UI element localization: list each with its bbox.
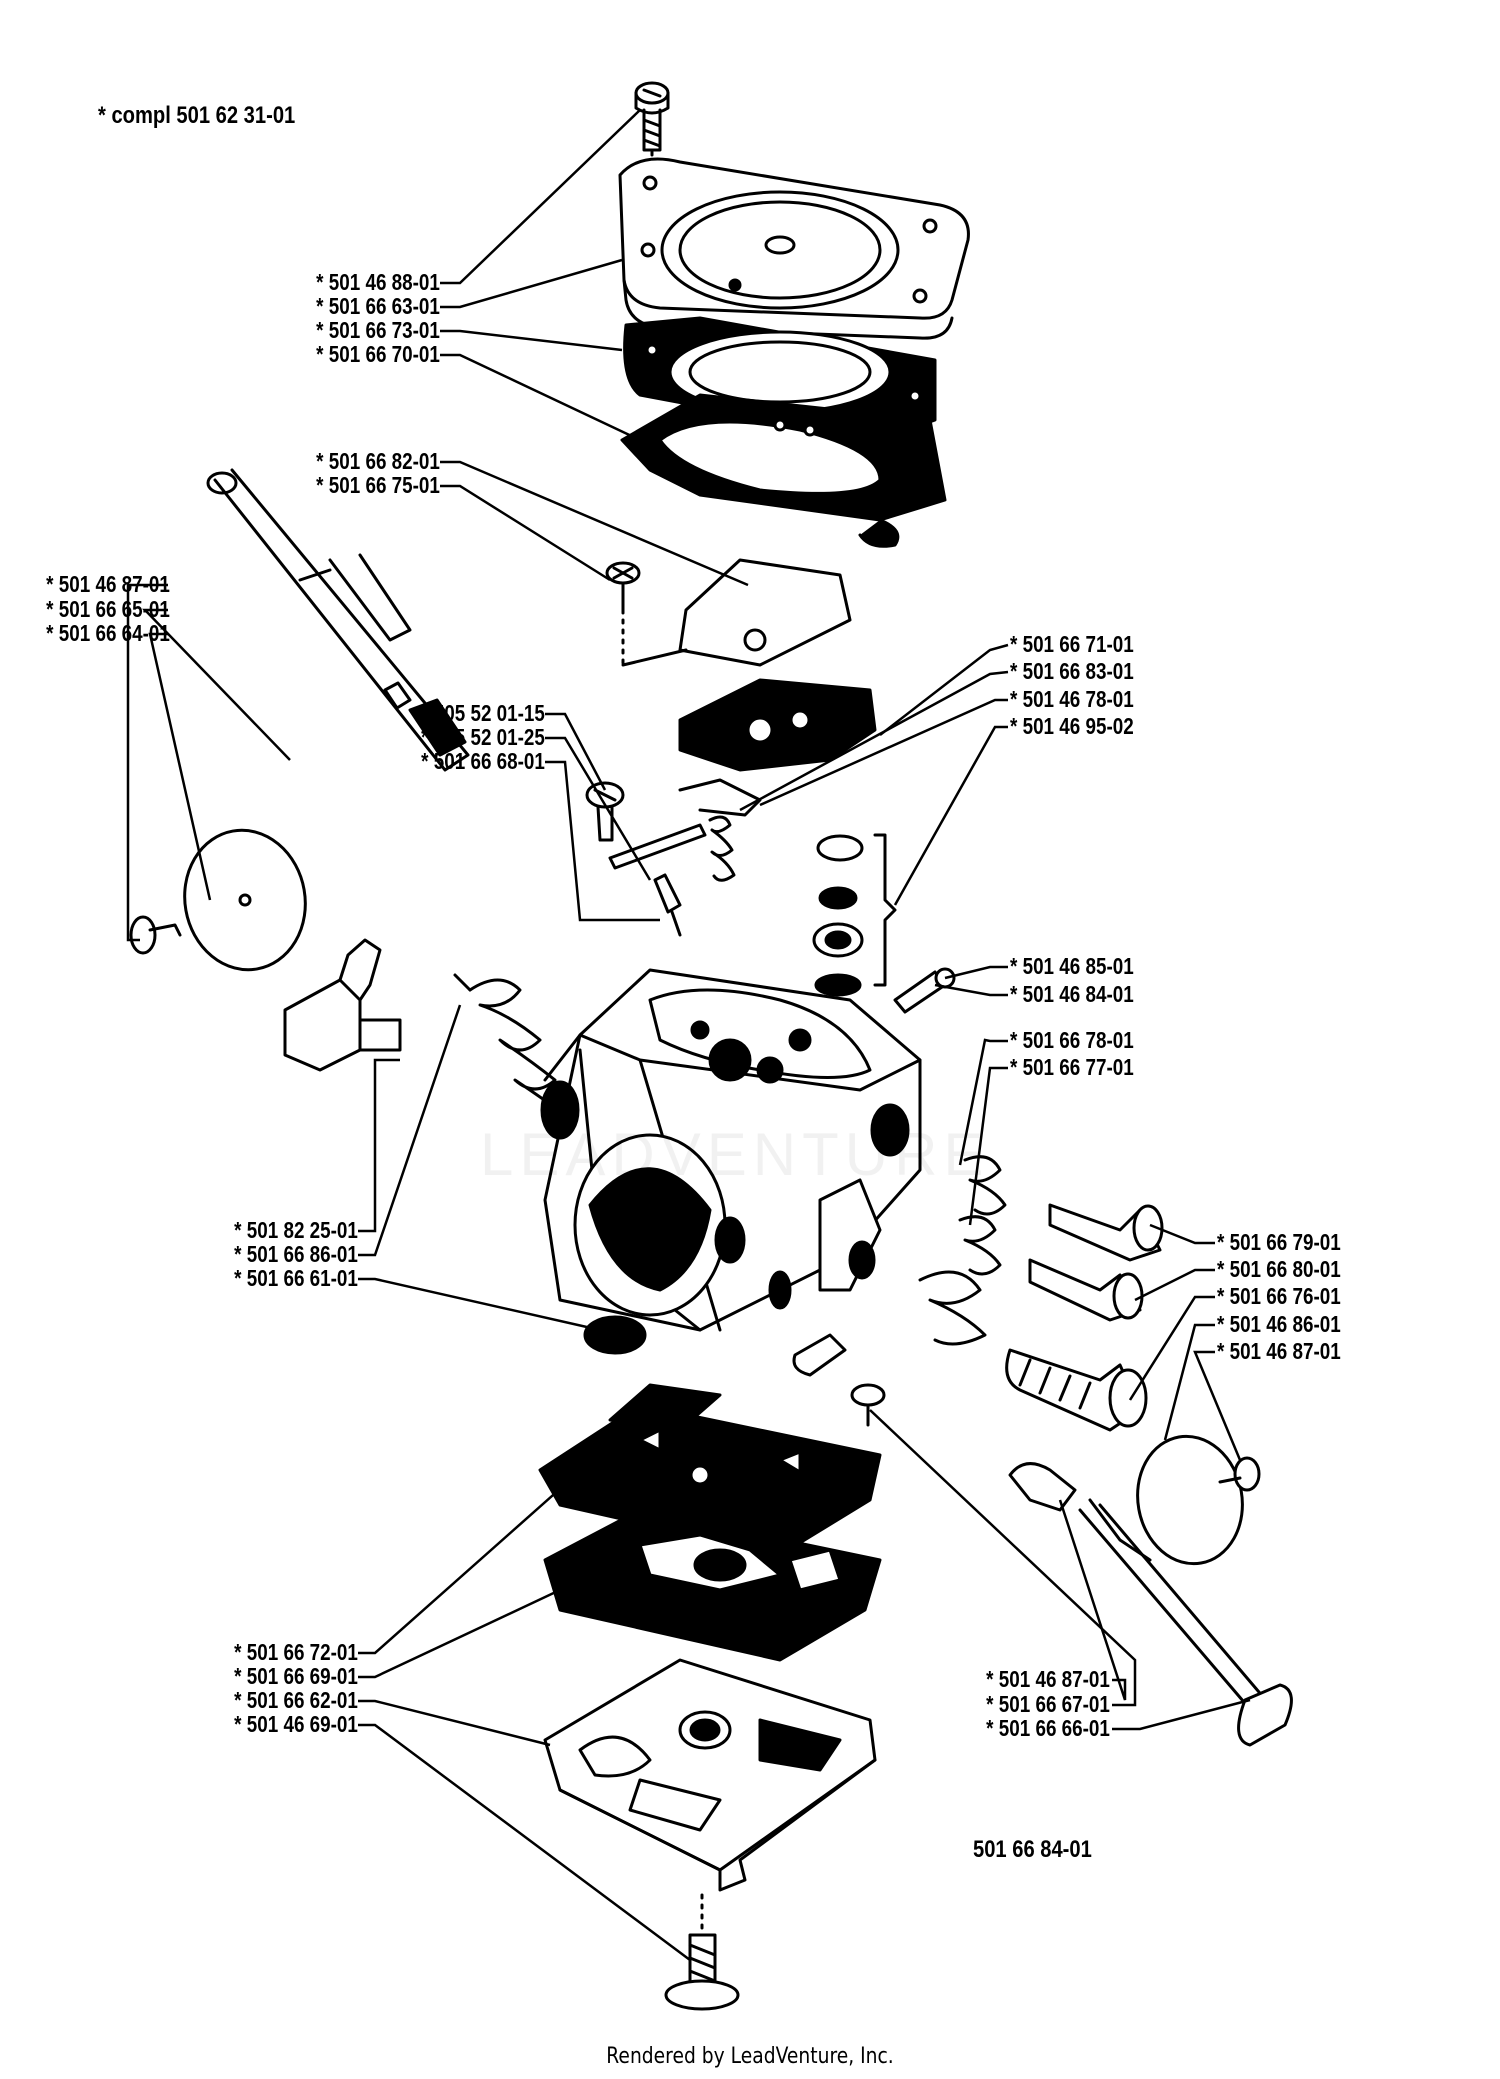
part-number-label: * 501 46 85-01: [1010, 953, 1134, 979]
part-number-label: * 501 66 86-01: [234, 1241, 358, 1267]
lever-plate: [605, 558, 852, 667]
part-number-label: * 501 66 65-01: [46, 596, 170, 622]
part-number-label: * 501 66 69-01: [234, 1663, 358, 1689]
part-number-label: * 501 66 62-01: [234, 1687, 358, 1713]
choke-spring: [453, 973, 567, 1117]
part-number-label: * 501 46 78-01: [1010, 686, 1134, 712]
part-number-label: * 501 46 87-01: [1217, 1338, 1341, 1364]
part-number-label: * 501 66 68-01: [421, 748, 545, 774]
part-number-label: * 501 46 87-01: [46, 571, 170, 597]
shaft-clip: [792, 1333, 886, 1427]
part-number-label: * 501 46 84-01: [1010, 981, 1134, 1007]
part-number-label: * 505 52 01-15: [421, 700, 545, 726]
part-number-label: * 501 46 95-02: [1010, 713, 1134, 739]
fuel-fitting: [283, 938, 402, 1072]
metering-gasket-bottom: [543, 1508, 882, 1662]
metering-cover: [543, 1658, 877, 1892]
pump-cover: [618, 157, 970, 340]
part-number-label: * 501 46 86-01: [1217, 1311, 1341, 1337]
watermark: LEADVENTURE: [480, 1121, 990, 1188]
leader-lines: [126, 109, 1251, 1962]
part-number-label: * 501 66 61-01: [234, 1265, 358, 1291]
adjusting-needles: [918, 1155, 1164, 1432]
part-number-label: * 505 52 01-25: [421, 724, 545, 750]
throttle-shaft-left: [129, 468, 470, 972]
carburetor-body: [540, 968, 922, 1332]
part-number-label: * 501 46 88-01: [316, 269, 440, 295]
part-number-label: * 501 66 73-01: [316, 317, 440, 343]
idle-screw-small: [893, 967, 956, 1014]
metering-gasket: [678, 678, 877, 772]
part-number-label: * 501 66 79-01: [1217, 1229, 1341, 1255]
part-number-label: * 501 66 78-01: [1010, 1027, 1134, 1053]
part-number-label: * 501 46 87-01: [986, 1666, 1110, 1692]
part-number-label: * 501 66 64-01: [46, 620, 170, 646]
footer-credit: Rendered by LeadVenture, Inc.: [606, 2044, 894, 2069]
filter-screen: [583, 1315, 647, 1355]
pump-gaskets: [620, 316, 947, 548]
part-number-label: * 501 66 75-01: [316, 472, 440, 498]
part-number-label: * 501 66 77-01: [1010, 1054, 1134, 1080]
throttle-shaft-right: [1008, 1434, 1293, 1747]
part-number-label: * 501 66 80-01: [1217, 1256, 1341, 1282]
part-number-label: * 501 66 76-01: [1217, 1283, 1341, 1309]
part-number-label: * 501 66 71-01: [1010, 631, 1134, 657]
part-number-label: * 501 66 63-01: [316, 293, 440, 319]
part-number-label: * 501 66 82-01: [316, 448, 440, 474]
assembly-number: 501 66 84-01: [973, 1836, 1092, 1863]
part-number-label: * 501 66 66-01: [986, 1715, 1110, 1741]
bottom-screw: [664, 1893, 740, 2011]
part-number-label: * 501 82 25-01: [234, 1217, 358, 1243]
part-number-label: * 501 66 70-01: [316, 341, 440, 367]
part-number-label: * 501 46 69-01: [234, 1711, 358, 1737]
part-number-label: * 501 66 67-01: [986, 1691, 1110, 1717]
part-number-label: * 501 66 72-01: [234, 1639, 358, 1665]
check-valve-parts: [812, 833, 897, 997]
kit-note: * compl 501 62 31-01: [98, 102, 296, 129]
part-number-label: * 501 66 83-01: [1010, 658, 1134, 684]
inlet-needle-parts: [585, 778, 762, 937]
